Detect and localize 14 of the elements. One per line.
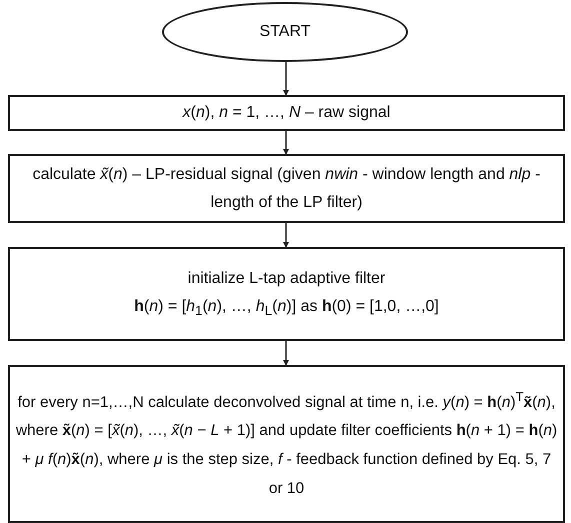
- arrow: [283, 341, 289, 366]
- step-text: START: [260, 22, 310, 42]
- process-box: [8, 365, 565, 523]
- arrow: [283, 62, 289, 96]
- process-box: [8, 247, 565, 341]
- process-box: [8, 154, 565, 223]
- step-text: for every n=1,…,N calculate deconvolved signal at time n, i.e. y(n) = h(n)$^{T}$x̃(n), where x̃(n) = [x̃(n), …, x̃(n − L + 1)] and update filter coefficients h(n + 1) = h(n) + μ f(n)x̃(n), where μ is the step size, f - feedback function defined by Eq. 5, 7 or 10: [14, 388, 558, 499]
- arrow: [283, 223, 289, 248]
- step-text: h(n) = [h$_{1}$(n), …, h$_{L}$(n)] as h(0) = [1,0, …,0]: [134, 296, 439, 320]
- step-text: x(n), n = 1, …, N – raw signal: [182, 102, 390, 123]
- step-text: calculate x̃(n) – LP-residual signal (given nwin - window length and nlp - length of the LP filter): [32, 164, 542, 212]
- arrow: [283, 131, 289, 155]
- process-box: [8, 95, 565, 131]
- step-heading: initialize L-tap adaptive filter: [188, 269, 386, 290]
